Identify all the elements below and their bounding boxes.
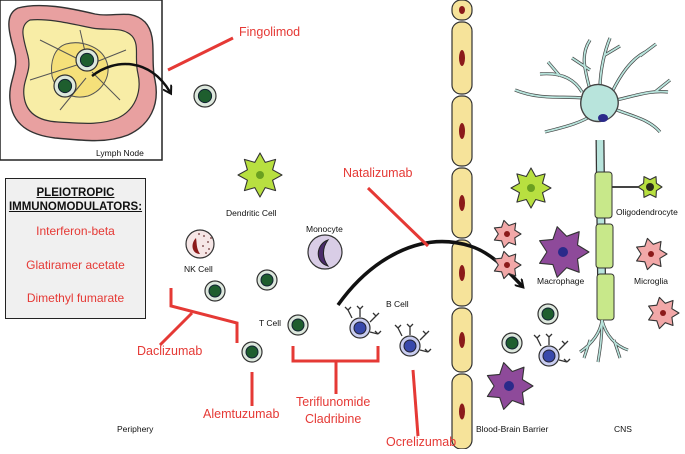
periphery-label: Periphery (117, 424, 154, 434)
lymph-node-label: Lymph Node (96, 148, 144, 158)
nk-granule (205, 252, 207, 254)
dendritic-cell-label: Dendritic Cell (226, 208, 277, 218)
antibody-receptor (356, 305, 364, 317)
nk-cell-label: NK Cell (184, 264, 213, 274)
dendritic-cell-nucleus (256, 171, 264, 179)
b-cell-nucleus (542, 349, 556, 363)
t-cell-nucleus (505, 336, 519, 350)
endothelial-nucleus (459, 403, 465, 420)
antibody-receptor (533, 334, 542, 347)
monocyte-label: Monocyte (306, 224, 343, 234)
antibody-receptor (419, 330, 430, 341)
natalizumab-label: Natalizumab (343, 166, 413, 180)
ocrelizumab-label: Ocrelizumab (386, 435, 457, 449)
t-cell-nucleus (245, 345, 259, 359)
microglia-nucleus (648, 251, 654, 257)
monocyte-nucleus (317, 239, 330, 267)
t-cell-label: T Cell (259, 318, 282, 328)
nk-granule (198, 233, 200, 235)
nk-granule (203, 235, 205, 237)
t-cell-nucleus (197, 88, 213, 104)
pleiotropic-item: Dimethyl fumarate (26, 291, 125, 305)
t-cell-nucleus (57, 78, 73, 94)
t-cell-nucleus (541, 307, 555, 321)
b-cell-nucleus (403, 339, 417, 353)
pleiotropic-title-line1: PLEIOTROPIC (36, 187, 115, 199)
antibody-receptor (558, 358, 571, 363)
endothelial-nucleus (459, 50, 465, 66)
nk-granule (202, 245, 204, 247)
nk-granule (207, 241, 209, 243)
b-cell-nucleus (353, 321, 367, 335)
nk-cell (185, 229, 215, 259)
b-cell-label: B Cell (386, 299, 409, 309)
antibody-receptor (419, 348, 432, 353)
oligodendrocyte-cell-nucleus (646, 183, 654, 191)
endothelial-nucleus (459, 195, 465, 211)
antibody-receptor (369, 312, 380, 323)
oligodendrocyte-label: Oligodendrocyte (616, 207, 678, 217)
dendritic-cell-nucleus (527, 184, 535, 192)
daclizumab-label: Daclizumab (137, 344, 203, 358)
macrophage-nucleus (504, 381, 514, 391)
pleiotropic-box: PLEIOTROPIC IMMUNOMODULATORS: Interferon… (5, 178, 146, 319)
pleiotropic-title-line2: IMMUNOMODULATORS: (8, 201, 143, 213)
microglia-nucleus (504, 262, 510, 268)
endothelial-nucleus (459, 332, 465, 348)
endothelial-nucleus (459, 265, 465, 281)
antibody-receptor (369, 330, 382, 335)
pleiotropic-item: Interferon-beta (36, 224, 115, 238)
lymph-exit-arrow (91, 62, 170, 92)
fingolimod-label: Fingolimod (239, 25, 301, 39)
microglia-nucleus (504, 231, 510, 237)
teriflunomide-label: Teriflunomide (296, 395, 371, 409)
macrophage-nucleus (558, 247, 568, 257)
alemtuzumab-label: Alemtuzumab (203, 407, 280, 421)
antibody-receptor (344, 306, 353, 319)
endothelial-nucleus (459, 6, 465, 14)
antibody-receptor (558, 340, 569, 351)
blood-brain-barrier (451, 0, 473, 450)
monocyte (307, 234, 343, 270)
microglia-nucleus (660, 310, 666, 316)
t-cell-nucleus (208, 284, 222, 298)
cells (53, 48, 680, 410)
macrophage-label: Macrophage (537, 276, 585, 286)
drug-pointers (158, 36, 430, 437)
antibody-receptor (406, 323, 414, 335)
cns-label: CNS (614, 424, 632, 434)
pleiotropic-item: Glatiramer acetate (26, 258, 125, 272)
nk-cell-nucleus (192, 238, 200, 254)
nk-granule (210, 237, 212, 239)
endothelial-nucleus (459, 123, 465, 139)
antibody-receptor (394, 324, 403, 337)
t-cell-nucleus (79, 52, 95, 68)
cladribine-label: Cladribine (305, 412, 362, 426)
migration-arrow (336, 240, 522, 307)
bbb-label: Blood-Brain Barrier (476, 424, 549, 434)
t-cell-nucleus (291, 318, 305, 332)
lymph-node-panel (0, 0, 163, 161)
microglia-label: Microglia (634, 276, 669, 286)
t-cell-nucleus (260, 273, 274, 287)
antibody-receptor (545, 333, 553, 345)
nk-granule (208, 248, 210, 250)
neuron (514, 37, 671, 363)
